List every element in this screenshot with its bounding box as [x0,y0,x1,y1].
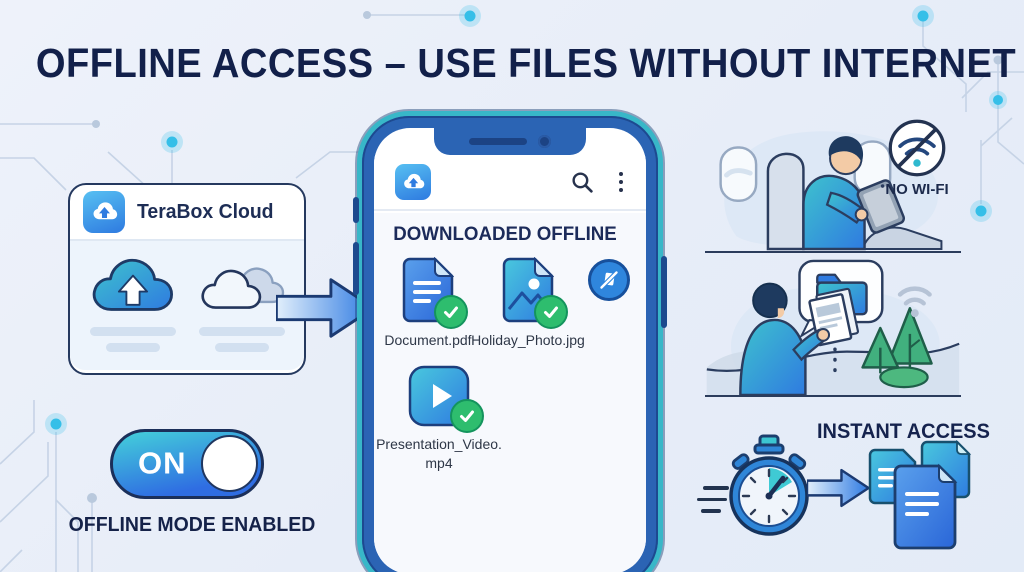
power-button [661,256,667,328]
documents-stack-icon [868,440,972,550]
file-tile-photo[interactable]: Holiday_Photo.jpg [466,257,590,350]
offline-mode-toggle[interactable]: ON [110,429,264,499]
terabox-app-icon[interactable] [395,164,431,200]
check-badge-icon [450,399,484,433]
phone-mockup: DOWNLOADED OFFLINE [353,111,667,572]
outdoor-illustration [706,259,960,395]
volume-down-button [353,242,359,295]
file-tile-video[interactable]: Presentation_Video.mp4 [376,365,502,473]
file-name: Holiday_Photo.jpg [471,332,585,348]
stopwatch-icon [729,434,809,536]
card-header: TeraBox Cloud [70,185,304,241]
wifi-slash-icon [888,119,946,177]
phone-notch [434,128,586,155]
check-badge-icon [434,295,468,329]
airplane-illustration [719,131,943,251]
page-title: OFFLINE ACCESS – USE FILES WITHOUT INTER… [35,40,1017,86]
terabox-logo-icon [83,191,125,233]
file-name: Document.pdf [384,332,472,348]
arrow-right-icon [807,468,870,508]
check-badge-icon [534,295,568,329]
airplane-scene: NO WI-FI [705,112,961,253]
toggle-state-label: ON [138,445,187,481]
search-icon[interactable] [570,170,595,195]
file-tile-document[interactable]: Document.pdf [378,257,478,350]
cloud-upload-icon [92,258,173,311]
phone-screen: DOWNLOADED OFFLINE [374,128,646,572]
instant-access-scene: INSTANT ACCESS [695,418,1005,558]
kebab-menu-icon[interactable] [617,170,626,195]
app-bar [374,155,646,211]
cloud-outline-icon [200,267,284,309]
card-title: TeraBox Cloud [137,200,274,223]
no-wifi-label: NO WI-FI [885,181,949,198]
speed-lines-icon [697,478,729,521]
speaker-slot [469,138,527,145]
phone-bezel: DOWNLOADED OFFLINE [362,116,658,572]
offline-mode-caption: OFFLINE MODE ENABLED [68,513,316,536]
terabox-cloud-card: TeraBox Cloud [68,183,306,375]
section-title: DOWNLOADED OFFLINE [393,223,617,245]
camera-dot [538,135,551,148]
screen-content: DOWNLOADED OFFLINE [374,213,646,572]
no-wifi-badge: NO WI-FI [879,118,955,198]
file-name: Presentation_Video.mp4 [376,436,502,471]
card-body [70,241,304,370]
sync-disabled-icon [588,259,630,301]
volume-up-button [353,197,359,223]
instant-access-heading: INSTANT ACCESS [817,420,990,443]
toggle-knob[interactable] [201,435,258,492]
transfer-arrow-icon [276,278,376,338]
outdoor-scene [705,257,961,397]
